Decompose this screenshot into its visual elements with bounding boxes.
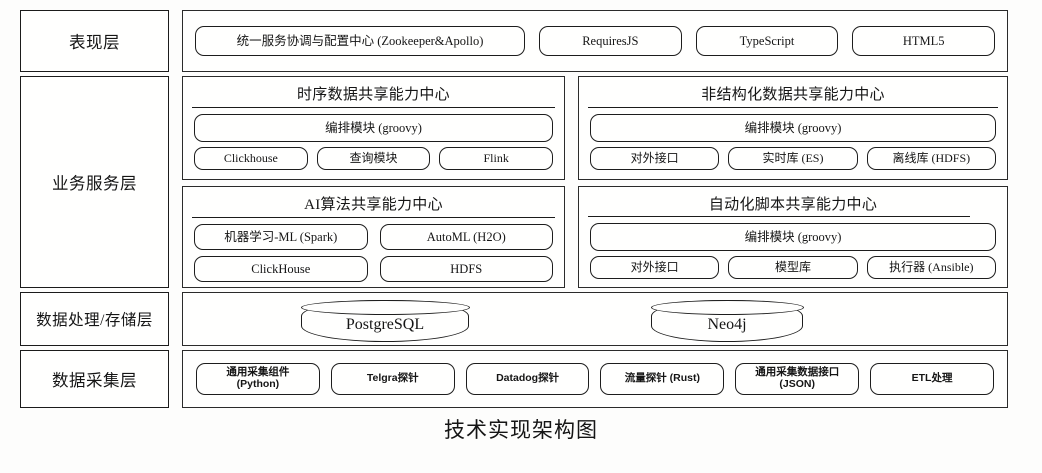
presentation-item-requiresjs[interactable]: RequiresJS xyxy=(539,26,682,56)
collection-layer-row: 通用采集组件 (Python) Telgra探针 Datadog探针 流量探针 … xyxy=(182,350,1008,408)
component-label: 机器学习-ML (Spark) xyxy=(224,230,338,244)
panel-automation-orchestration[interactable]: 编排模块 (groovy) xyxy=(590,223,996,251)
layer-label-business-text: 业务服务层 xyxy=(52,174,137,193)
diagram-caption: 技术实现架构图 xyxy=(444,418,598,442)
business-layer-row: 时序数据共享能力中心 编排模块 (groovy) Clickhouse 查询模块… xyxy=(182,76,1008,288)
layer-label-storage: 数据处理/存储层 xyxy=(20,292,169,346)
collector-label-line2: (Python) xyxy=(236,378,280,390)
panel-ai-algorithm-center: AI算法共享能力中心 机器学习-ML (Spark) AutoML (H2O) … xyxy=(182,186,565,288)
component-label: HDFS xyxy=(450,262,483,276)
component-label: 对外接口 xyxy=(630,259,679,274)
panel-automation-components: 对外接口 模型库 执行器 (Ansible) xyxy=(586,256,1000,279)
component-external-interface[interactable]: 对外接口 xyxy=(590,256,720,279)
panel-unstructured-components: 对外接口 实时库 (ES) 离线库 (HDFS) xyxy=(586,147,1000,170)
component-clickhouse[interactable]: ClickHouse xyxy=(194,256,368,282)
component-machine-learning-spark[interactable]: 机器学习-ML (Spark) xyxy=(194,224,368,250)
orchestration-label: 编排模块 (groovy) xyxy=(744,121,842,135)
collector-label-line1: Datadog探针 xyxy=(496,372,560,385)
collector-label-line2: (JSON) xyxy=(779,378,816,390)
panel-unstructured-title: 非结构化数据共享能力中心 xyxy=(588,81,998,108)
component-flink[interactable]: Flink xyxy=(439,147,554,170)
collector-label-line1: 通用采集数据接口 xyxy=(755,366,840,379)
layer-label-collection: 数据采集层 xyxy=(20,350,169,408)
collector-generic-agent-python[interactable]: 通用采集组件 (Python) xyxy=(196,363,320,395)
component-label: 模型库 xyxy=(774,259,811,274)
component-label: 对外接口 xyxy=(630,150,679,165)
component-label: 离线库 (HDFS) xyxy=(892,150,971,165)
component-label: Clickhouse xyxy=(223,150,278,165)
storage-layer-row: PostgreSQL Neo4j xyxy=(182,292,1008,346)
panel-ai-components: 机器学习-ML (Spark) AutoML (H2O) ClickHouse … xyxy=(190,224,557,282)
component-label: 执行器 (Ansible) xyxy=(889,259,974,274)
collector-label-line1: ETL处理 xyxy=(911,372,953,385)
component-realtime-store-es[interactable]: 实时库 (ES) xyxy=(728,147,858,170)
component-label: 查询模块 xyxy=(349,150,398,165)
orchestration-label: 编排模块 (groovy) xyxy=(325,121,422,135)
component-external-interface[interactable]: 对外接口 xyxy=(590,147,720,170)
collector-etl-processing[interactable]: ETL处理 xyxy=(870,363,994,395)
component-label: 实时库 (ES) xyxy=(762,150,824,165)
collector-label-line1: 通用采集组件 xyxy=(226,366,290,379)
component-automl-h2o[interactable]: AutoML (H2O) xyxy=(379,224,553,250)
database-label: Neo4j xyxy=(707,315,747,333)
presentation-item-config-center[interactable]: 统一服务协调与配置中心 (Zookeeper&Apollo) xyxy=(195,26,525,56)
orchestration-label: 编排模块 (groovy) xyxy=(744,230,842,244)
presentation-item-html5[interactable]: HTML5 xyxy=(852,26,996,56)
layer-label-presentation: 表现层 xyxy=(20,10,169,72)
presentation-layer-row: 统一服务协调与配置中心 (Zookeeper&Apollo) RequiresJ… xyxy=(182,10,1008,72)
component-hdfs[interactable]: HDFS xyxy=(379,256,553,282)
component-query-module[interactable]: 查询模块 xyxy=(316,147,431,170)
panel-automation-script-center: 自动化脚本共享能力中心 编排模块 (groovy) 对外接口 模型库 执行器 (… xyxy=(578,186,1008,288)
database-cylinder-neo4j[interactable]: Neo4j xyxy=(650,299,804,342)
collector-traffic-probe-rust[interactable]: 流量探针 (Rust) xyxy=(600,363,725,395)
database-label: PostgreSQL xyxy=(345,315,425,333)
presentation-item-label: 统一服务协调与配置中心 (Zookeeper&Apollo) xyxy=(236,34,484,48)
panel-timeseries-orchestration[interactable]: 编排模块 (groovy) xyxy=(194,114,553,142)
presentation-item-label: HTML5 xyxy=(902,34,945,48)
panel-timeseries-components: Clickhouse 查询模块 Flink xyxy=(190,147,557,170)
component-label: ClickHouse xyxy=(251,262,311,276)
component-model-repository[interactable]: 模型库 xyxy=(728,256,858,279)
layer-label-presentation-text: 表现层 xyxy=(69,33,120,52)
panel-ai-title: AI算法共享能力中心 xyxy=(192,191,555,218)
component-clickhouse[interactable]: Clickhouse xyxy=(194,147,308,170)
layer-label-collection-text: 数据采集层 xyxy=(52,371,137,390)
panel-unstructured-center: 非结构化数据共享能力中心 编排模块 (groovy) 对外接口 实时库 (ES)… xyxy=(578,76,1008,180)
database-cylinder-postgresql[interactable]: PostgreSQL xyxy=(300,299,470,342)
collector-label-line1: Telgra探针 xyxy=(366,372,419,385)
component-label: Flink xyxy=(483,150,509,165)
panel-automation-title: 自动化脚本共享能力中心 xyxy=(588,191,998,217)
layer-label-storage-text: 数据处理/存储层 xyxy=(36,312,153,329)
panel-unstructured-orchestration[interactable]: 编排模块 (groovy) xyxy=(590,114,996,142)
collector-datadog-probe[interactable]: Datadog探针 xyxy=(465,363,590,395)
collector-label-line1: 流量探针 (Rust) xyxy=(624,372,701,385)
panel-timeseries-center: 时序数据共享能力中心 编排模块 (groovy) Clickhouse 查询模块… xyxy=(182,76,565,180)
presentation-item-typescript[interactable]: TypeScript xyxy=(695,26,839,56)
presentation-item-label: TypeScript xyxy=(739,34,795,48)
collector-telgra-probe[interactable]: Telgra探针 xyxy=(330,363,455,395)
collector-generic-data-interface-json[interactable]: 通用采集数据接口 (JSON) xyxy=(735,363,860,395)
panel-timeseries-title: 时序数据共享能力中心 xyxy=(192,81,555,108)
component-label: AutoML (H2O) xyxy=(426,230,506,244)
component-executor-ansible[interactable]: 执行器 (Ansible) xyxy=(866,256,996,279)
presentation-item-label: RequiresJS xyxy=(582,34,639,48)
layer-label-business: 业务服务层 xyxy=(20,76,169,288)
component-offline-store-hdfs[interactable]: 离线库 (HDFS) xyxy=(866,147,996,170)
